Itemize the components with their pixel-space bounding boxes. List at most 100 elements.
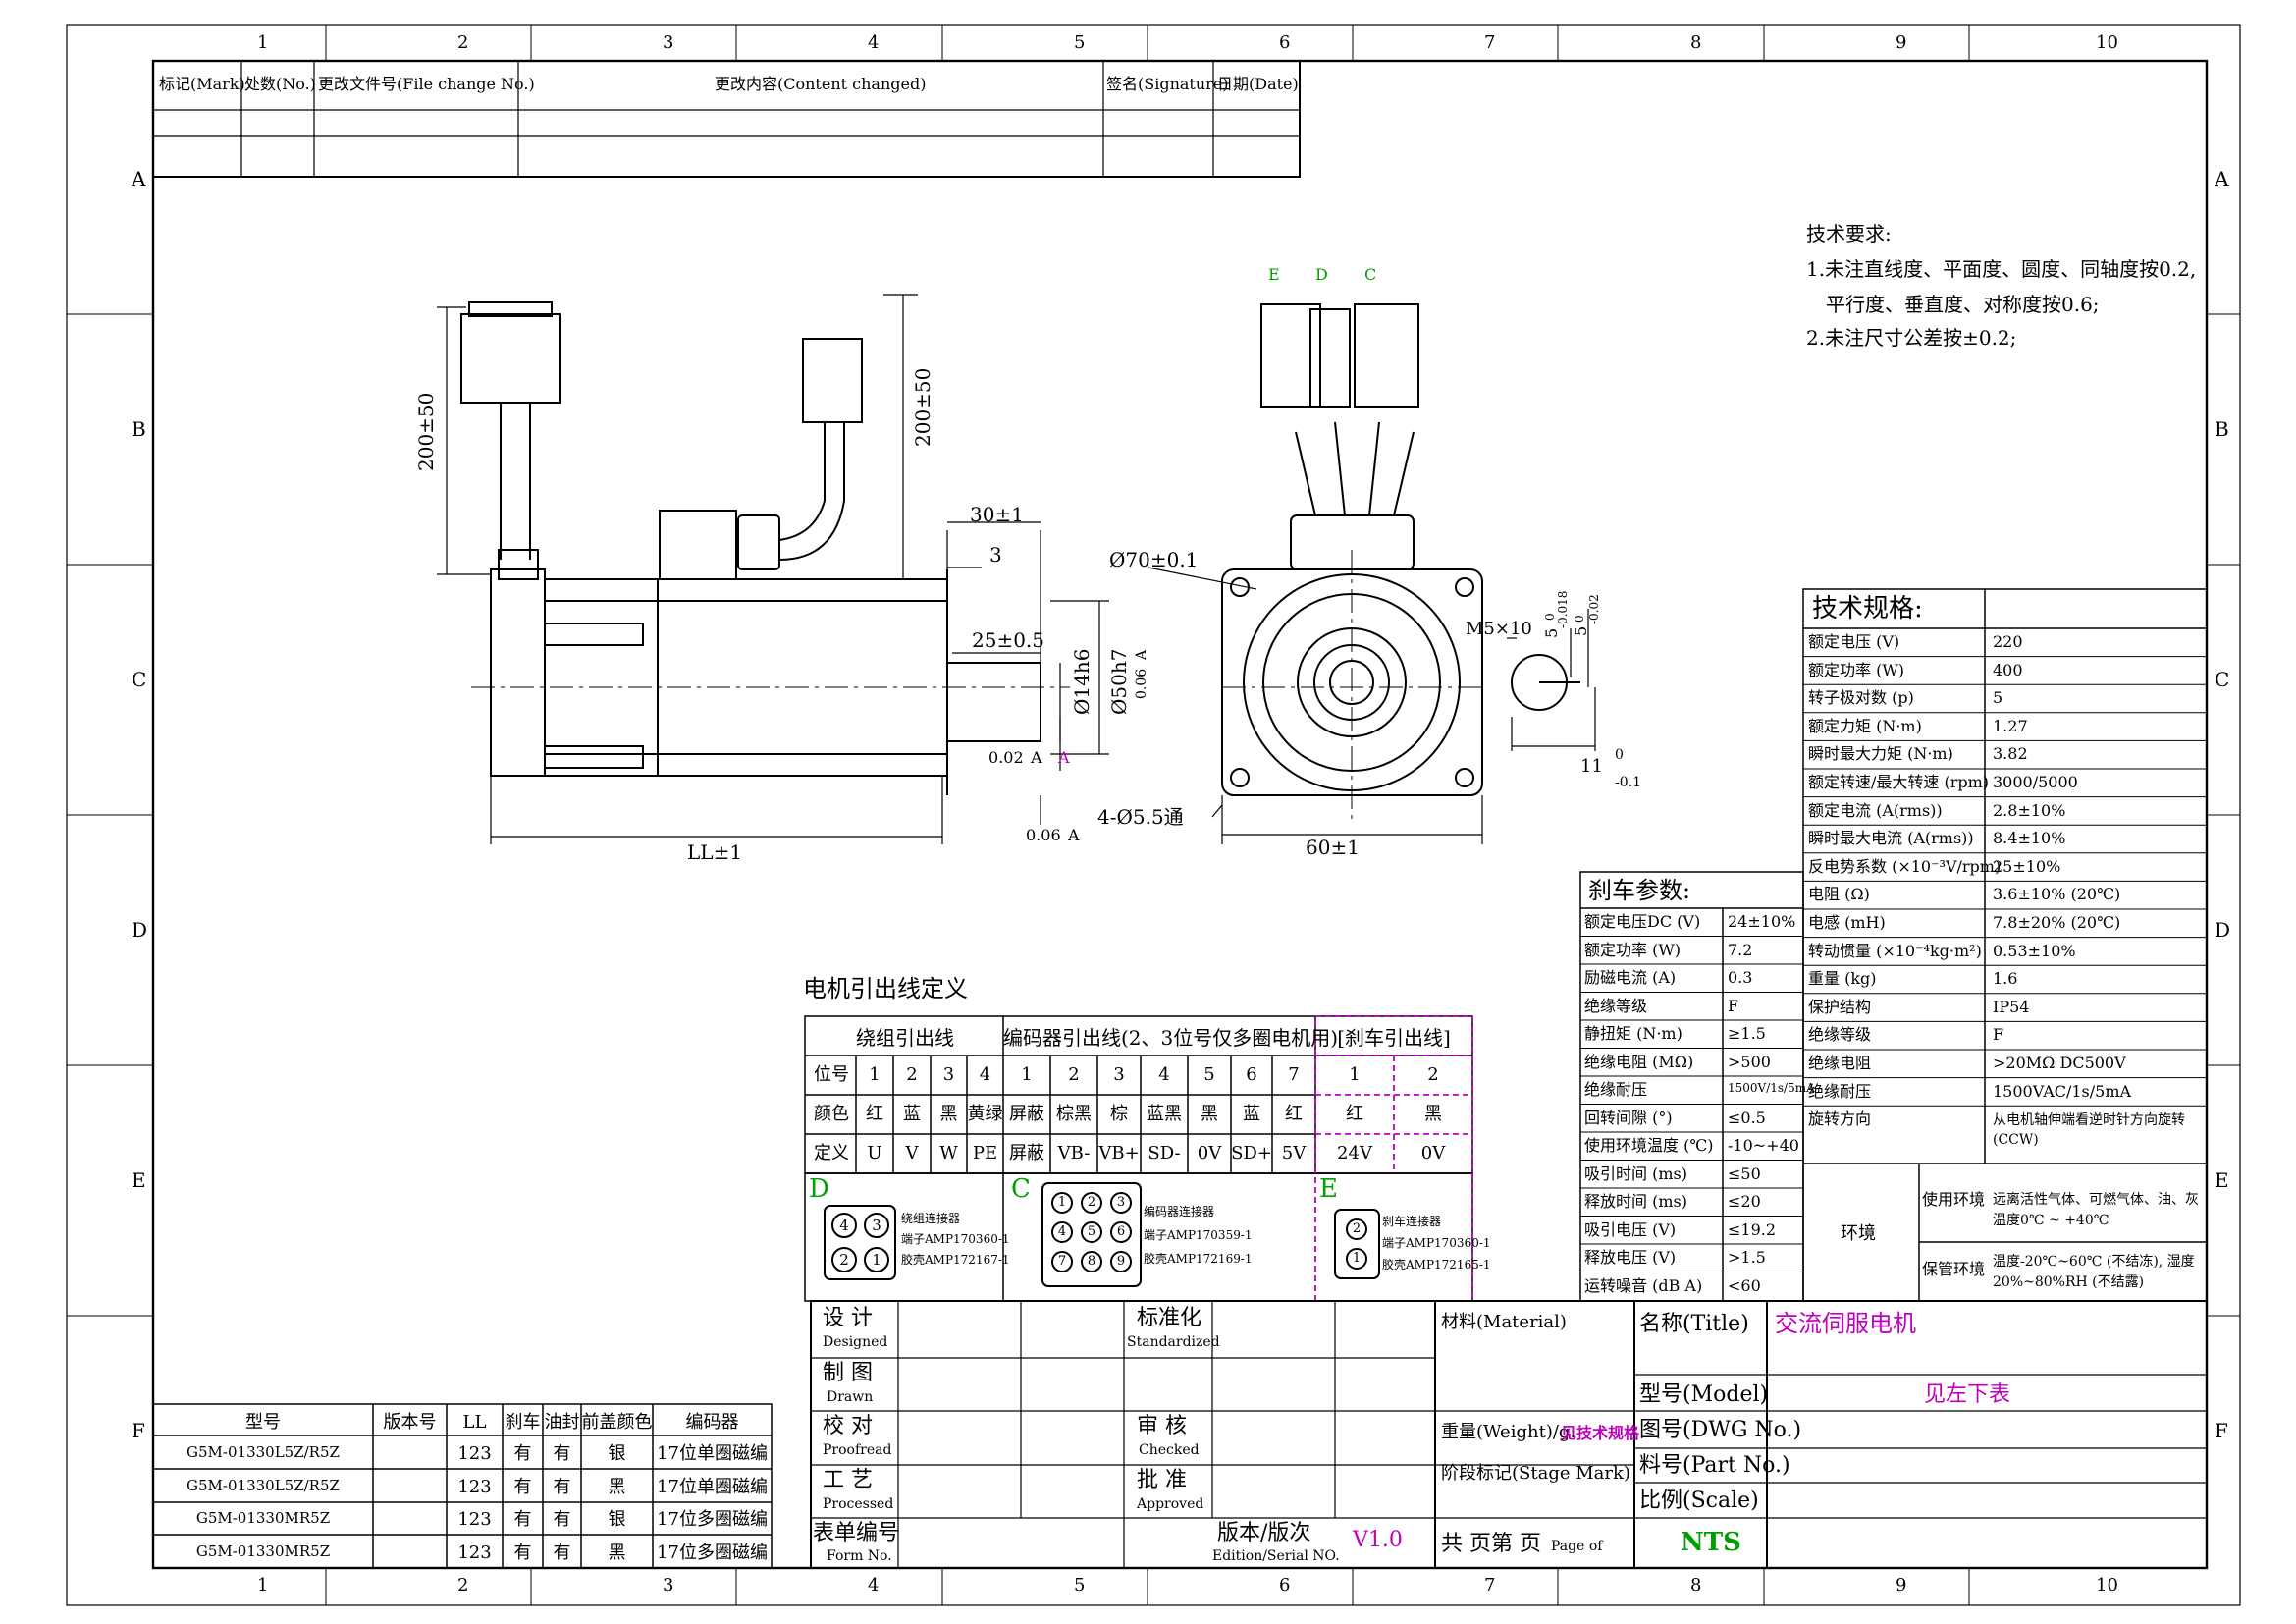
model-cell: G5M-01330MR5Z	[195, 1542, 331, 1560]
spec-value: 25±10%	[1993, 856, 2061, 876]
dim-pilot-dia: Ø50h7	[1107, 648, 1131, 715]
zone-row-f: F	[132, 1419, 145, 1442]
brake-value: ≤20	[1728, 1192, 1761, 1211]
encoder-pos-cell: 1	[1021, 1064, 1033, 1085]
model-header: 编码器	[685, 1412, 739, 1433]
brake-lead-color-cell: 黑	[1424, 1104, 1442, 1124]
tb-approved: 批 准	[1137, 1468, 1187, 1492]
brake-value: >1.5	[1728, 1248, 1766, 1267]
model-cell: 有	[513, 1443, 532, 1464]
zone-col-2: 2	[457, 32, 469, 53]
tb-design-en: Designed	[823, 1334, 888, 1350]
spec-key: 瞬时最大力矩 (N·m)	[1808, 744, 1953, 764]
tb-edition-value: V1.0	[1353, 1528, 1403, 1552]
model-cell: 有	[513, 1476, 532, 1497]
tb-model-value: 见左下表	[1924, 1382, 2011, 1407]
conn-c-pin: 2	[1081, 1192, 1102, 1214]
label-e: E	[1268, 265, 1280, 284]
brake-value: <60	[1728, 1275, 1761, 1295]
specs-title: 技术规格:	[1812, 594, 1923, 623]
tech-req-line2: 平行度、垂直度、对称度按0.6;	[1826, 293, 2100, 316]
model-cell: 123	[457, 1476, 492, 1497]
tb-weight: 重量(Weight)/g:	[1441, 1422, 1576, 1442]
model-cell: 有	[553, 1542, 571, 1563]
dim-ll: LL±1	[687, 840, 743, 864]
tech-req-line1: 1.未注直线度、平面度、圆度、同轴度按0.2,	[1806, 257, 2197, 281]
model-cell: 17位多圈磁编	[657, 1509, 768, 1530]
spec-value: >20MΩ DC500V	[1993, 1054, 2126, 1072]
encoder-color-cell: 黑	[1201, 1104, 1218, 1124]
spec-key: 额定力矩 (N·m)	[1808, 716, 1922, 735]
tb-scale: 比例(Scale)	[1639, 1489, 1759, 1513]
encoder-pos-cell: 3	[1113, 1064, 1125, 1085]
spec-key: 电阻 (Ω)	[1808, 885, 1870, 904]
spec-value: 400	[1993, 660, 2023, 679]
dim-key-5-side-tol: -0.02	[1587, 594, 1601, 624]
conn-c-text-2: 端子AMP170359-1	[1144, 1228, 1253, 1242]
rev-content: 更改内容(Content changed)	[715, 75, 927, 93]
tb-checked: 审 核	[1137, 1414, 1187, 1438]
tb-part: 料号(Part No.)	[1639, 1453, 1790, 1478]
model-cell: 123	[457, 1443, 492, 1464]
label-d: D	[1315, 265, 1328, 284]
spec-key: 保护结构	[1808, 997, 1872, 1016]
tb-edition-en: Edition/Serial NO.	[1212, 1548, 1340, 1564]
tb-name: 名称(Title)	[1639, 1312, 1749, 1336]
encoder-def-cell: VB+	[1098, 1143, 1140, 1164]
encoder-def-cell: VB-	[1057, 1143, 1091, 1164]
conn-d-text-1: 绕组连接器	[901, 1212, 961, 1225]
zone-col-6-bottom: 6	[1279, 1575, 1291, 1596]
zone-row-a: A	[132, 167, 146, 190]
dim-70: Ø70±0.1	[1109, 548, 1199, 571]
model-cell: 123	[457, 1542, 492, 1563]
tb-drawn: 制 图	[823, 1361, 873, 1385]
model-cell: 银	[608, 1509, 626, 1530]
tol-perp-val: 0.06	[1026, 826, 1061, 844]
conn-e-pin: 1	[1346, 1248, 1367, 1270]
brake-lead-color-cell: 红	[1346, 1104, 1363, 1124]
zone-col-7: 7	[1484, 32, 1496, 53]
tb-process: 工 艺	[823, 1468, 873, 1492]
tb-standard: 标准化	[1137, 1306, 1202, 1330]
zone-row-c: C	[132, 668, 147, 691]
model-cell: 17位多圈磁编	[657, 1542, 768, 1563]
brake-value: ≥1.5	[1728, 1024, 1766, 1043]
spec-key: 额定电流 (A(rms))	[1808, 800, 1943, 820]
leads-title: 电机引出线定义	[803, 975, 968, 1002]
tb-pages-en: Page of	[1551, 1539, 1603, 1554]
spec-value: 1.27	[1993, 716, 2028, 735]
dim-60: 60±1	[1306, 836, 1360, 859]
winding-color-cell: 蓝	[903, 1104, 921, 1124]
model-cell: G5M-01330MR5Z	[195, 1509, 331, 1527]
encoder-pos-cell: 5	[1203, 1064, 1215, 1085]
env-use-value: 远离活性气体、可燃气体、油、灰 温度0℃ ~ +40℃	[1993, 1192, 2199, 1228]
rev-mark: 标记(Mark)	[159, 75, 245, 93]
encoder-def-cell: 屏蔽	[1009, 1143, 1044, 1164]
zone-col-9-bottom: 9	[1896, 1575, 1907, 1596]
env-use-label: 使用环境	[1922, 1190, 1986, 1209]
conn-c-pin: 6	[1110, 1221, 1132, 1243]
encoder-color-cell: 红	[1285, 1104, 1303, 1124]
zone-row-e: E	[132, 1168, 146, 1192]
brake-lead-pos-cell: 1	[1349, 1064, 1361, 1085]
tb-model: 型号(Model)	[1639, 1382, 1769, 1407]
dim-30: 30±1	[970, 503, 1024, 526]
winding-def-cell: PE	[972, 1143, 998, 1164]
brake-key: 释放电压 (V)	[1584, 1248, 1677, 1267]
brake-value: ≤50	[1728, 1164, 1761, 1183]
tb-proof-en: Proofread	[823, 1442, 892, 1458]
encoder-color-cell: 蓝黑	[1147, 1104, 1182, 1124]
zone-col-10-bottom: 10	[2096, 1575, 2118, 1596]
encoder-pos-cell: 2	[1068, 1064, 1080, 1085]
tol-pilot-ref: A	[1134, 649, 1149, 660]
brake-key: 释放时间 (ms)	[1584, 1192, 1687, 1211]
brake-value: 7.2	[1728, 940, 1753, 959]
rev-date: 日期(Date)	[1217, 75, 1299, 93]
model-header: 版本号	[383, 1412, 437, 1433]
brake-value: -10~+40	[1728, 1136, 1799, 1155]
dim-key-5-up: 0	[1543, 613, 1557, 621]
datum-a: A	[1058, 748, 1070, 767]
zone-col-6: 6	[1279, 32, 1291, 53]
